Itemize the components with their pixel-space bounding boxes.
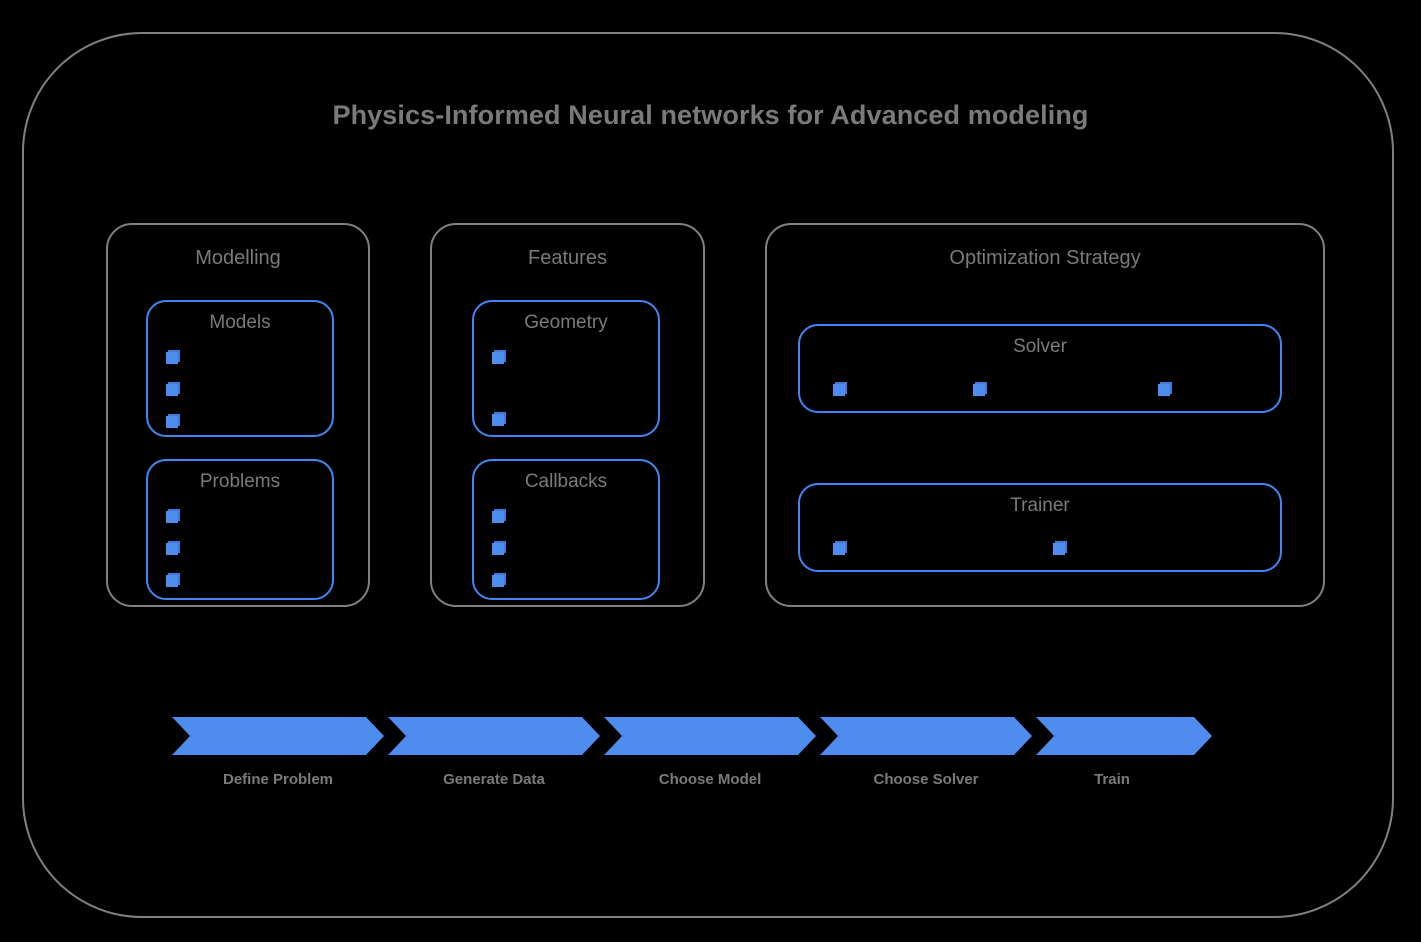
group-features: Features — [430, 223, 705, 607]
group-modelling-title: Modelling — [195, 247, 281, 269]
cube-marker-icon — [492, 543, 504, 555]
cube-marker-icon — [492, 511, 504, 523]
process-step-label: Train — [1094, 771, 1130, 788]
group-features-title: Features — [528, 247, 607, 269]
process-step-label: Define Problem — [222, 771, 334, 788]
cube-marker-icon — [833, 543, 845, 555]
cube-marker-icon — [166, 543, 178, 555]
diagram-title: Physics-Informed Neural networks for Adv… — [332, 100, 1089, 130]
process-step-label: Choose Solver — [873, 771, 979, 788]
box-models-title: Models — [209, 312, 271, 333]
cube-marker-icon — [973, 384, 985, 396]
process-step-label: Choose Model — [658, 771, 762, 788]
process-step-arrow[interactable] — [820, 717, 1032, 755]
cube-marker-icon — [166, 416, 178, 428]
cube-marker-icon — [492, 575, 504, 587]
process-step-arrow[interactable] — [172, 717, 384, 755]
outer-container-frame — [22, 32, 1394, 918]
box-callbacks-title: Callbacks — [524, 471, 608, 492]
process-step-arrow[interactable] — [1036, 717, 1212, 755]
cube-marker-icon — [1053, 543, 1065, 555]
box-problems-title: Problems — [199, 471, 281, 492]
cube-marker-icon — [1158, 384, 1170, 396]
cube-marker-icon — [166, 511, 178, 523]
process-flow: Define Problem Generate Data Choose Model C… — [172, 717, 1212, 788]
cube-marker-icon — [166, 352, 178, 364]
cube-marker-icon — [492, 352, 504, 364]
cube-marker-icon — [833, 384, 845, 396]
box-problems[interactable]: Problems — [146, 459, 334, 600]
box-trainer-title: Trainer — [1010, 495, 1070, 516]
box-geometry-title: Geometry — [524, 312, 608, 333]
box-callbacks[interactable]: Callbacks — [472, 459, 660, 600]
group-modelling: Modelling — [106, 223, 370, 607]
process-step-label: Generate Data — [443, 771, 545, 788]
box-trainer[interactable]: Trainer — [798, 483, 1282, 572]
process-step-arrow[interactable] — [388, 717, 600, 755]
box-solver[interactable]: Solver — [798, 324, 1282, 413]
cube-marker-icon — [166, 575, 178, 587]
box-geometry[interactable]: Geometry — [472, 300, 660, 437]
box-solver-title: Solver — [1013, 336, 1067, 357]
group-optimization-strategy: Optimization Strategy — [765, 223, 1325, 607]
box-models[interactable]: Models — [146, 300, 334, 437]
cube-marker-icon — [166, 384, 178, 396]
process-step-arrow[interactable] — [604, 717, 816, 755]
cube-marker-icon — [492, 414, 504, 426]
group-optimization-strategy-title: Optimization Strategy — [949, 247, 1141, 269]
